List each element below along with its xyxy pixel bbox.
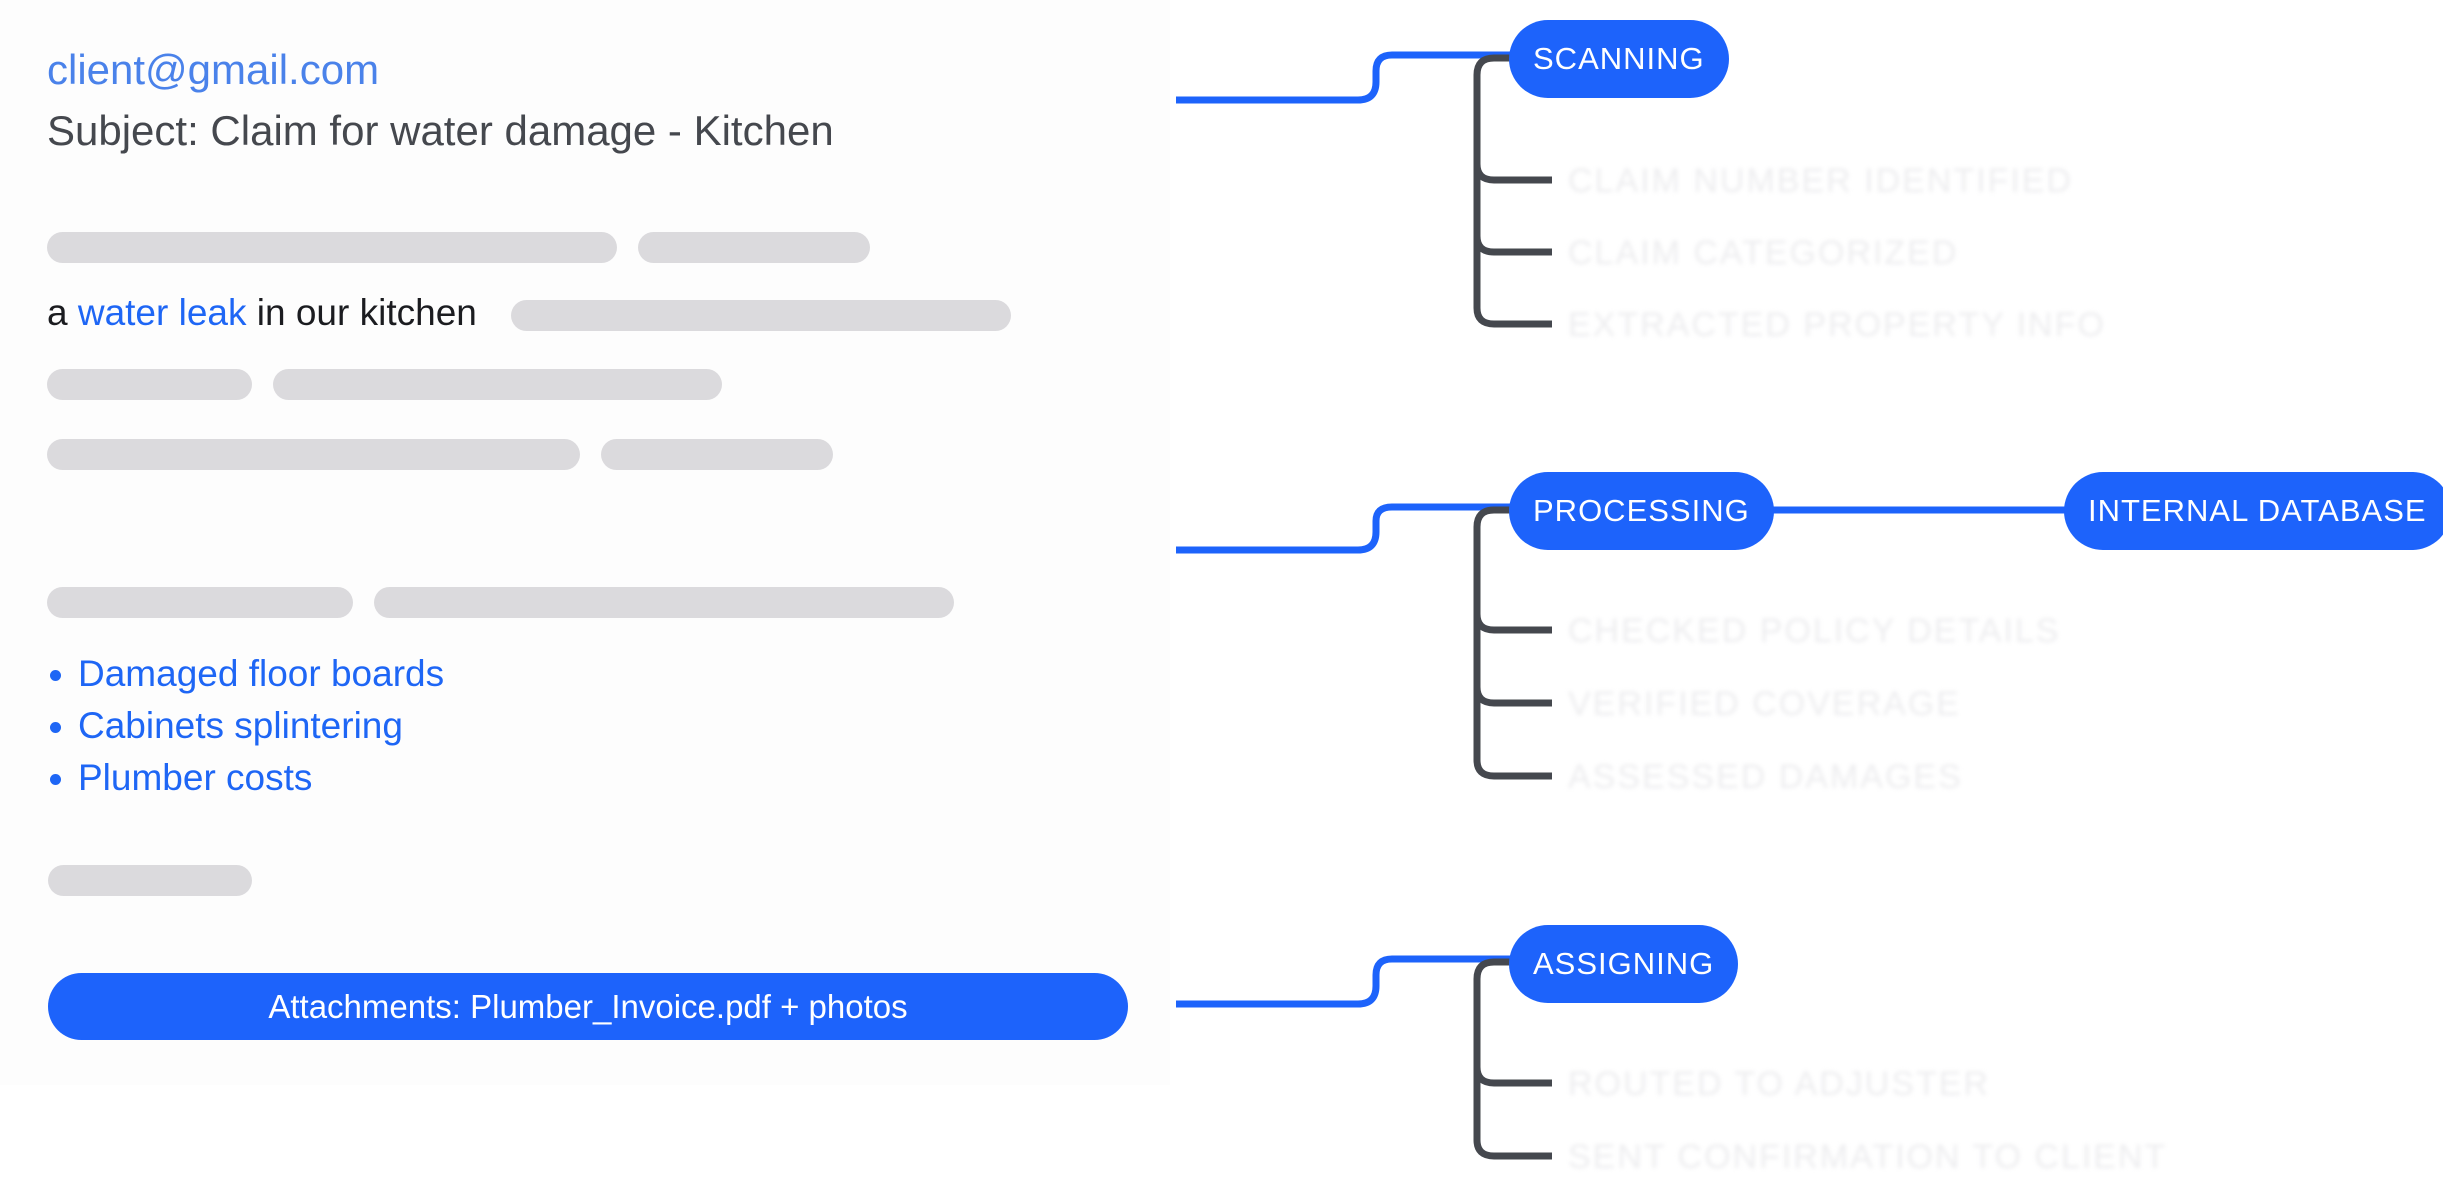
email-subject: Subject: Claim for water damage - Kitche… — [47, 107, 834, 154]
processing-substep: VERIFIED COVERAGE — [1568, 685, 1961, 723]
attachments-button[interactable]: Attachments: Plumber_Invoice.pdf + photo… — [48, 973, 1128, 1040]
damage-list: Damaged floor boards Cabinets splinterin… — [47, 648, 444, 804]
redacted-text-line — [511, 300, 1011, 331]
email-panel: client@gmail.com Subject: Claim for wate… — [0, 0, 1170, 1085]
sentence-prefix: a — [47, 292, 78, 333]
list-item: Damaged floor boards — [47, 648, 444, 700]
connector-to-scanning — [1176, 51, 1510, 104]
redacted-text-line — [601, 439, 833, 470]
redacted-text-line — [47, 587, 353, 618]
list-item: Plumber costs — [47, 752, 444, 804]
assigning-substep: SENT CONFIRMATION TO CLIENT — [1568, 1138, 2168, 1176]
connector-to-processing — [1176, 503, 1510, 554]
processing-tick — [1473, 686, 1552, 707]
internal-database-node[interactable]: INTERNAL DATABASE — [2064, 472, 2443, 550]
scanning-tick — [1473, 235, 1552, 256]
redacted-text-line — [47, 232, 617, 263]
redacted-text-line — [273, 369, 722, 400]
list-item: Cabinets splintering — [47, 700, 444, 752]
redacted-text-line — [47, 369, 252, 400]
processing-substep: ASSESSED DAMAGES — [1568, 758, 1963, 796]
redacted-text-line — [48, 865, 252, 896]
assigning-tick — [1473, 1066, 1552, 1087]
email-sender[interactable]: client@gmail.com — [47, 46, 380, 93]
sentence-suffix: in our kitchen — [246, 292, 477, 333]
assigning-substep: ROUTED TO ADJUSTER — [1568, 1065, 1991, 1103]
stage-assigning[interactable]: ASSIGNING — [1509, 925, 1739, 1003]
scanning-substep: CLAIM NUMBER IDENTIFIED — [1568, 162, 2074, 200]
scanning-substep: EXTRACTED PROPERTY INFO — [1568, 306, 2106, 344]
connector-to-assigning — [1176, 955, 1510, 1008]
redacted-text-line — [638, 232, 870, 263]
scanning-branch — [1473, 54, 1552, 328]
processing-substep: CHECKED POLICY DETAILS — [1568, 612, 2061, 650]
email-body-sentence: a water leak in our kitchen — [47, 292, 477, 334]
highlighted-keyword: water leak — [77, 292, 247, 333]
processing-branch — [1473, 506, 1552, 780]
scanning-substep: CLAIM CATEGORIZED — [1568, 234, 1959, 272]
assigning-branch — [1473, 958, 1552, 1160]
stage-processing[interactable]: PROCESSING — [1509, 472, 1774, 550]
processing-tick — [1473, 613, 1552, 634]
stage-scanning[interactable]: SCANNING — [1509, 20, 1729, 98]
redacted-text-line — [47, 439, 580, 470]
scanning-tick — [1473, 163, 1552, 184]
redacted-text-line — [374, 587, 954, 618]
